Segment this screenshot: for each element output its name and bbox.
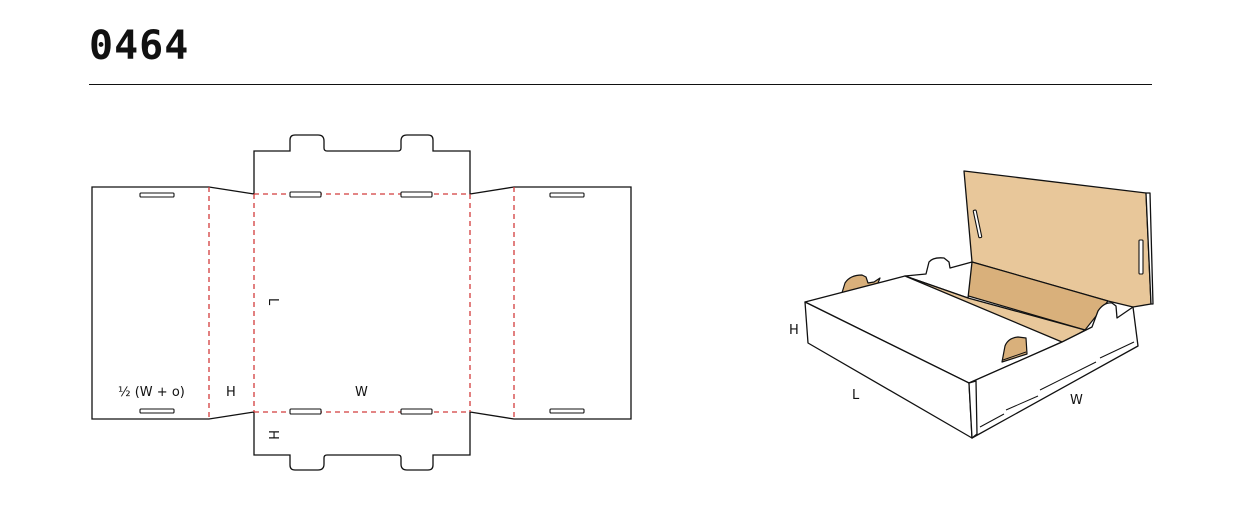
label-w-center: W <box>355 385 368 400</box>
box-back-wall-top <box>904 257 973 299</box>
dieline: ½ (W + o) H W L H <box>91 134 632 471</box>
dieline-cut-outline <box>91 134 632 471</box>
box-lid-slot <box>1138 239 1144 275</box>
slot-center-top-left <box>289 191 322 198</box>
box-right-wall-bottom-detail <box>979 341 1135 428</box>
label-half-w-plus-o: ½ (W + o) <box>118 385 185 400</box>
box-front-corner <box>968 380 978 439</box>
box-lid-slot-left <box>972 209 983 239</box>
box-handle-line <box>1002 351 1027 361</box>
box-handle-cutout <box>1001 336 1028 363</box>
label-h-side: H <box>226 385 236 400</box>
header-divider <box>89 84 1152 85</box>
model-code-title: 0464 <box>89 23 190 69</box>
box-label-w: W <box>1070 393 1083 408</box>
box-right-wall <box>968 302 1139 439</box>
label-h-bottom: H <box>265 430 280 440</box>
box-3d: H L W <box>789 170 1154 439</box>
box-lid-edge <box>1145 192 1154 305</box>
slot-left-top <box>139 192 175 198</box>
box-label-l: L <box>852 388 860 403</box>
slot-center-bottom-left <box>289 408 322 415</box>
slot-center-bottom-right <box>400 408 433 415</box>
slot-center-top-right <box>400 191 433 198</box>
slot-left-bottom <box>139 408 175 414</box>
label-l-vertical: L <box>265 298 280 306</box>
slot-right-top <box>549 192 585 198</box>
slot-right-bottom <box>549 408 585 414</box>
box-label-h: H <box>789 323 799 338</box>
